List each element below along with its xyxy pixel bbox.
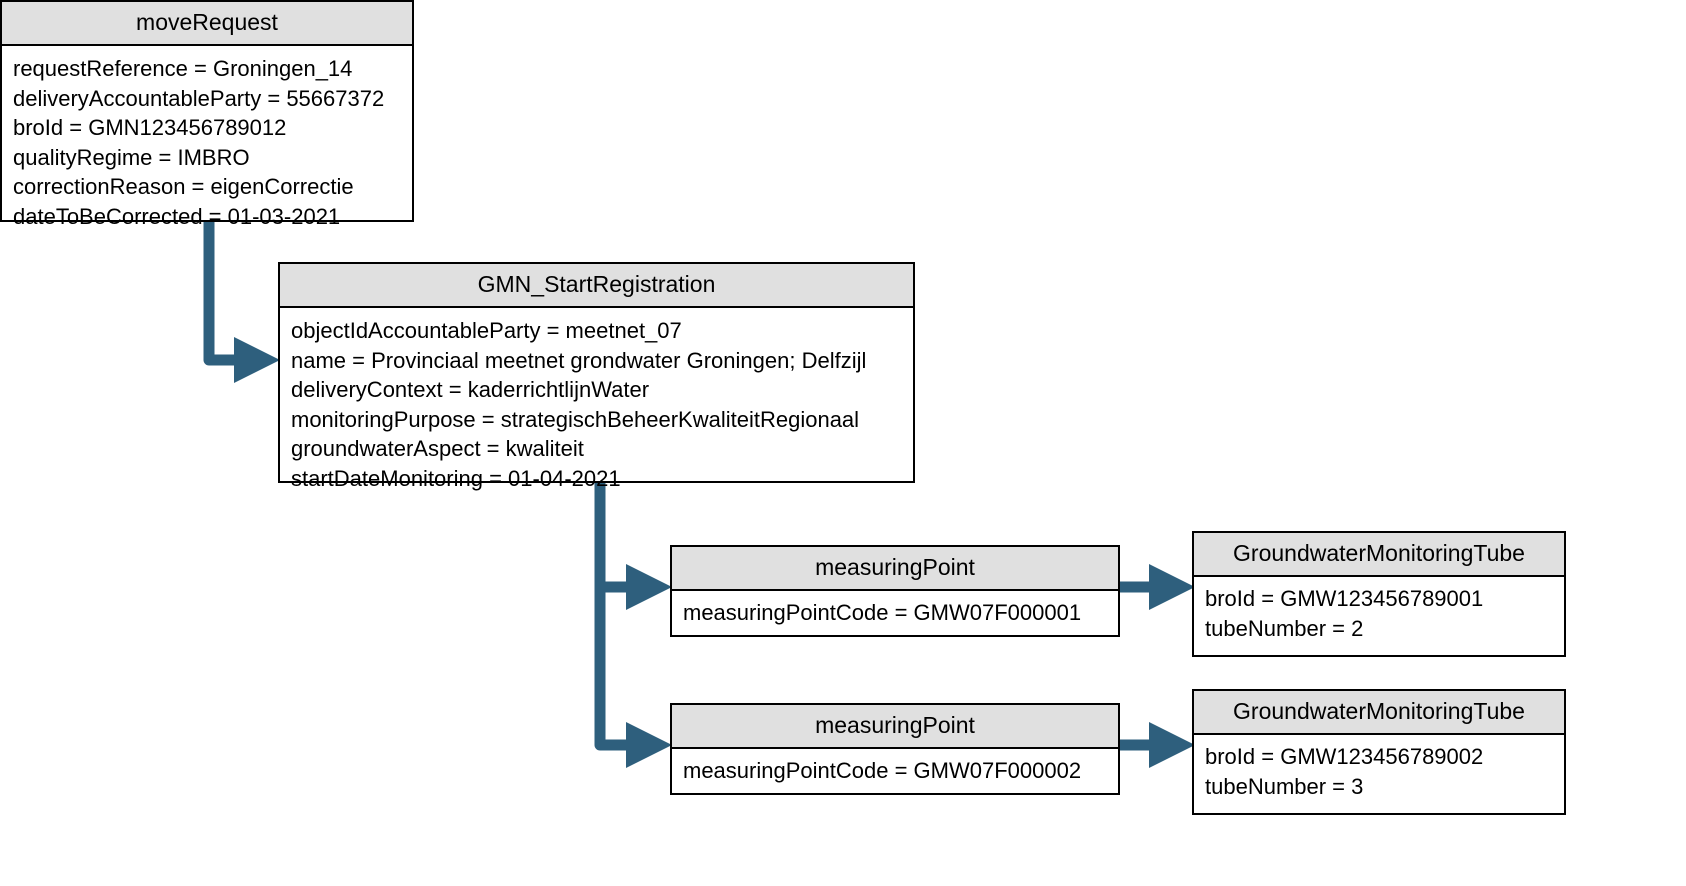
attribute-row: groundwaterAspect = kwaliteit bbox=[291, 436, 584, 462]
node-move-request-title: moveRequest bbox=[2, 2, 412, 46]
node-measuring-point-1[interactable]: measuringPoint measuringPointCode = GMW0… bbox=[670, 545, 1120, 637]
attribute-row: requestReference = Groningen_14 bbox=[13, 56, 353, 81]
attribute-row: qualityRegime = IMBRO bbox=[13, 144, 250, 170]
attribute-row: measuringPointCode = GMW07F000001 bbox=[683, 600, 1082, 625]
attribute-row: monitoringPurpose = strategischBeheerKwa… bbox=[291, 406, 860, 432]
node-groundwater-monitoring-tube-1-title: GroundwaterMonitoringTube bbox=[1194, 533, 1564, 577]
node-groundwater-monitoring-tube-2-title: GroundwaterMonitoringTube bbox=[1194, 691, 1564, 735]
attribute-row: broId = GMW123456789001 bbox=[1205, 586, 1484, 611]
node-groundwater-monitoring-tube-2-attributes: broId = GMW123456789002 tubeNumber = 3 bbox=[1194, 735, 1564, 808]
node-groundwater-monitoring-tube-2[interactable]: GroundwaterMonitoringTube broId = GMW123… bbox=[1192, 689, 1566, 815]
attribute-row: deliveryContext = kaderrichtlijnWater bbox=[291, 377, 650, 403]
node-measuring-point-1-title: measuringPoint bbox=[672, 547, 1118, 591]
node-gmn-start-registration[interactable]: GMN_StartRegistration objectIdAccountabl… bbox=[278, 262, 915, 491]
attribute-row: name = Provinciaal meetnet grondwater Gr… bbox=[291, 347, 867, 373]
attribute-row: correctionReason = eigenCorrectie bbox=[13, 174, 354, 200]
node-groundwater-monitoring-tube-1[interactable]: GroundwaterMonitoringTube broId = GMW123… bbox=[1192, 531, 1566, 657]
node-measuring-point-2-title: measuringPoint bbox=[672, 705, 1118, 749]
node-measuring-point-1-attributes: measuringPointCode = GMW07F000001 bbox=[672, 591, 1118, 635]
attribute-row: tubeNumber = 2 bbox=[1205, 615, 1364, 641]
attribute-row: tubeNumber = 3 bbox=[1205, 773, 1364, 799]
attribute-row: broId = GMW123456789002 bbox=[1205, 744, 1484, 769]
node-gmn-start-registration-title: GMN_StartRegistration bbox=[280, 264, 913, 308]
node-move-request-attributes: requestReference = Groningen_14 delivery… bbox=[2, 46, 412, 239]
connector-startregistration-to-measuringpoint-2 bbox=[594, 483, 672, 769]
node-move-request[interactable]: moveRequest requestReference = Groningen… bbox=[0, 0, 414, 229]
attribute-row: objectIdAccountableParty = meetnet_07 bbox=[291, 318, 682, 343]
attribute-row: deliveryAccountableParty = 55667372 bbox=[13, 85, 385, 111]
connector-moverequest-to-startregistration bbox=[203, 222, 280, 384]
node-measuring-point-2[interactable]: measuringPoint measuringPointCode = GMW0… bbox=[670, 703, 1120, 795]
attribute-row: broId = GMN123456789012 bbox=[13, 115, 287, 141]
node-gmn-start-registration-attributes: objectIdAccountableParty = meetnet_07 na… bbox=[280, 308, 913, 501]
attribute-row: dateToBeCorrected = 01-03-2021 bbox=[13, 203, 341, 229]
attribute-row: startDateMonitoring = 01-04-2021 bbox=[291, 465, 621, 491]
attribute-row: measuringPointCode = GMW07F000002 bbox=[683, 758, 1082, 783]
node-groundwater-monitoring-tube-1-attributes: broId = GMW123456789001 tubeNumber = 2 bbox=[1194, 577, 1564, 650]
node-measuring-point-2-attributes: measuringPointCode = GMW07F000002 bbox=[672, 749, 1118, 793]
